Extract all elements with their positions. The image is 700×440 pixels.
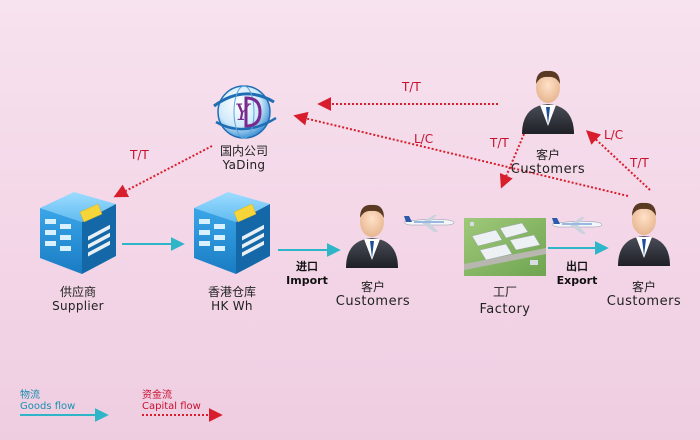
supplier-building-icon — [39, 191, 117, 275]
import-label: 进口 Import — [282, 258, 332, 287]
factory-aerial-icon — [464, 218, 546, 276]
yading-cn: 国内公司 — [219, 144, 268, 158]
hkwh-cn: 香港仓库 — [207, 285, 256, 299]
tt-right-label: T/T — [630, 156, 649, 170]
legend-goods-en: Goods flow — [20, 401, 76, 412]
customer-export-businessman-icon — [618, 202, 670, 266]
factory-en: Factory — [479, 302, 531, 317]
tt-left-label: T/T — [130, 148, 149, 162]
export-label: 出口 Export — [552, 258, 602, 287]
customer-import-cn: 客户 — [360, 280, 385, 294]
legend-capital-en: Capital flow — [142, 401, 201, 412]
customer-export-label: 客户 Customers — [600, 280, 688, 309]
lc-top-label: L/C — [414, 132, 434, 146]
yading-logo-icon: Y — [213, 85, 277, 139]
export-en: Export — [556, 274, 598, 287]
legend-capital: 资金流 Capital flow — [142, 390, 201, 412]
factory-label: 工厂 Factory — [462, 285, 548, 317]
export-cn: 出口 — [566, 260, 588, 273]
factory-cn: 工厂 — [492, 285, 517, 299]
customer-top-cn: 客户 — [535, 148, 560, 162]
import-cn: 进口 — [296, 260, 318, 273]
customer-top-label: 客户 Customers — [504, 148, 592, 177]
yading-en: YaDing — [222, 158, 266, 172]
customer-import-businessman-icon — [346, 204, 398, 268]
lc-right-label: L/C — [604, 128, 624, 142]
tt-top-label: T/T — [402, 80, 421, 94]
capital-arrow-top-customer-to-factory — [499, 133, 525, 189]
airplane-export-icon — [551, 216, 603, 235]
hkwh-en: HK Wh — [211, 299, 253, 313]
customer-export-en: Customers — [606, 294, 682, 309]
customer-import-label: 客户 Customers — [330, 280, 416, 309]
legend-capital-cn: 资金流 — [142, 390, 172, 401]
airplane-import-icon — [403, 214, 455, 233]
yading-logo-letter: Y — [235, 101, 252, 126]
hkwh-label: 香港仓库 HK Wh — [192, 285, 272, 313]
legend-goods: 物流 Goods flow — [20, 390, 75, 412]
import-en: Import — [286, 274, 328, 287]
supplier-cn: 供应商 — [59, 285, 96, 299]
hkwh-building-icon — [193, 191, 271, 275]
capital-arrow-export-customer-to-yading — [293, 111, 629, 197]
yading-label: 国内公司 YaDing — [204, 144, 284, 172]
tt-mid-label: T/T — [490, 136, 509, 150]
customer-top-businessman-icon — [522, 70, 574, 134]
supplier-label: 供应商 Supplier — [38, 285, 118, 313]
customer-top-en: Customers — [510, 162, 586, 177]
customer-export-cn: 客户 — [631, 280, 656, 294]
supplier-en: Supplier — [52, 299, 104, 313]
customer-import-en: Customers — [335, 294, 411, 309]
legend-goods-cn: 物流 — [20, 390, 40, 401]
